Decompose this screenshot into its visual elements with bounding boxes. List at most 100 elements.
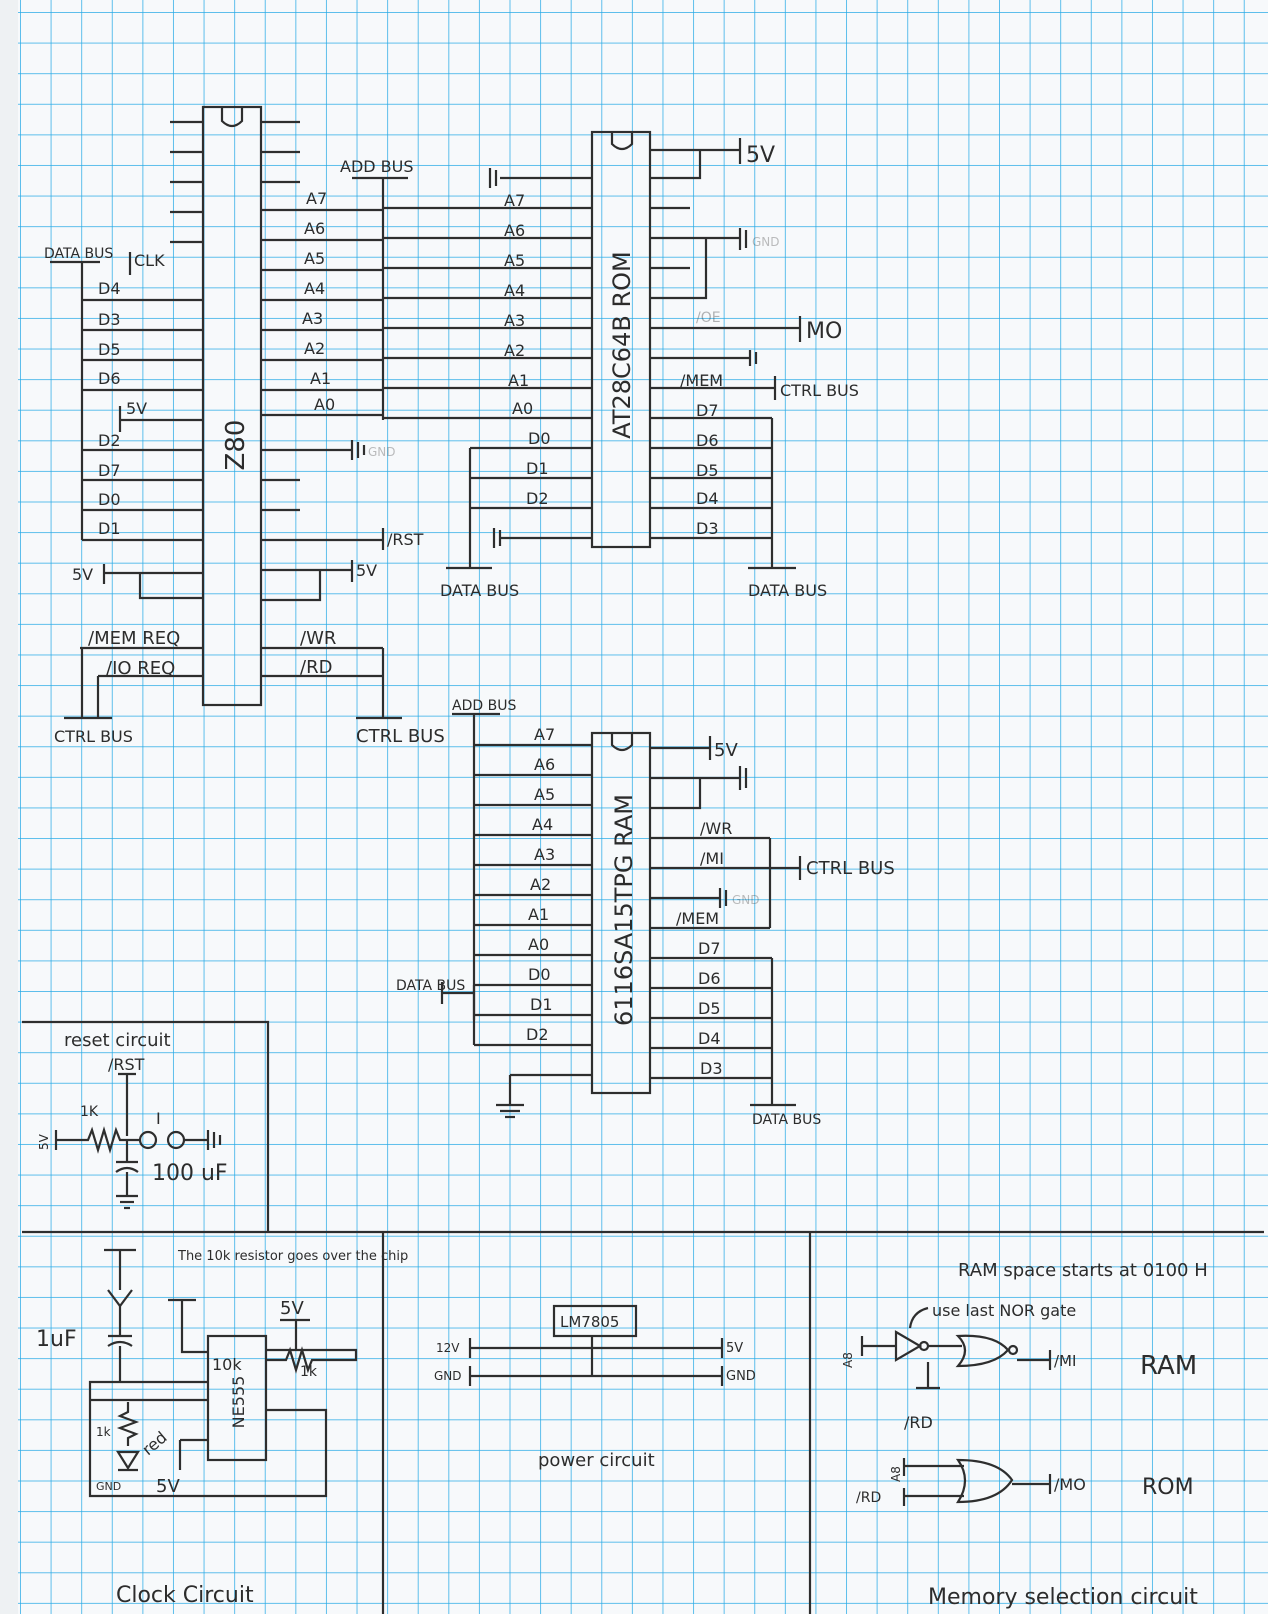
rom-ctrl-bus-label: CTRL BUS [780, 381, 859, 400]
z80-addr-label: A1 [310, 369, 331, 388]
rom-block: AT28C64B ROM A7 A6 A5 A4 A3 A2 A1 A0 D0 … [383, 130, 859, 600]
power-gnd-in-label: GND [434, 1369, 462, 1383]
ram-pin-label: A0 [528, 935, 549, 954]
clock-note: The 10k resistor goes over the chip [177, 1249, 408, 1264]
z80-addr-label: A5 [304, 249, 325, 268]
paper-edge [0, 0, 18, 1614]
clock-circuit: The 10k resistor goes over the chip 1uF … [36, 1248, 408, 1608]
z80-5v-left-label: 5V [72, 565, 93, 584]
z80-addr-label: A7 [306, 189, 327, 208]
memsel-rd-label: /RD [904, 1413, 933, 1432]
z80-gnd-label: GND [368, 445, 396, 459]
z80-chip-body [201, 105, 263, 707]
z80-add-bus-label: ADD BUS [340, 157, 414, 176]
ram-pin-label: D4 [698, 1029, 721, 1048]
rom-pin-label: A3 [504, 311, 525, 330]
ram-block: 6116SA15TPG RAM ADD BUS A7 A6 A5 A4 A3 A… [396, 698, 895, 1128]
z80-pin-label: D1 [98, 519, 121, 538]
ram-pin-label: A1 [528, 905, 549, 924]
rom-pin-label: D4 [696, 489, 719, 508]
rom-chip-body [590, 130, 652, 549]
z80-pin-label: D0 [98, 490, 121, 509]
ram-pin-label: A3 [534, 845, 555, 864]
clock-r2-label: 1k [300, 1364, 318, 1380]
clock-r2-resistor [266, 1346, 358, 1374]
rom-pin-label: A4 [504, 281, 525, 300]
power-gnd-out-label: GND [726, 1369, 756, 1384]
clock-led-label: red [138, 1428, 170, 1459]
lm7805-regulator [552, 1304, 638, 1338]
z80-pin-label: D6 [98, 369, 121, 388]
z80-rst-label: /RST [387, 530, 424, 549]
z80-ctrl-bus-left: CTRL BUS [54, 727, 133, 746]
power-title: power circuit [538, 1450, 655, 1471]
rom-gnd-label: GND [752, 235, 780, 249]
ram-5v-label: 5V [714, 740, 738, 761]
ram-pin-label: A4 [532, 815, 553, 834]
rom-pin-label: D6 [696, 431, 719, 450]
z80-addr-label: A4 [304, 279, 325, 298]
reset-switch-a [138, 1130, 158, 1150]
rom-pin-label: A7 [504, 191, 525, 210]
reset-switch-label: I [156, 1109, 161, 1128]
reset-rst-label: /RST [108, 1055, 145, 1074]
memsel-a8-label: A8 [841, 1352, 855, 1368]
memsel-inverter [894, 1330, 923, 1362]
clock-r3-label: 1k [96, 1425, 111, 1439]
rom-left-pins: A7 A6 A5 A4 A3 A2 A1 A0 D0 D1 D2 [470, 191, 592, 510]
ram-left-pins: A7 A6 A5 A4 A3 A2 A1 A0 D0 D1 D2 [474, 725, 592, 1047]
memsel-nor-gate-1 [955, 1334, 1010, 1368]
z80-left-pins: D4 D3 D5 D6 5V D2 D7 D0 D1 [82, 279, 203, 542]
ram-chip-label: 6116SA15TPG RAM [610, 794, 638, 1026]
reset-source-label: 5V [37, 1133, 51, 1150]
z80-pin-label: D3 [98, 310, 121, 329]
z80-address-pins: A7 A6 A5 A4 A3 A2 A1 A0 [261, 189, 383, 417]
reset-resistor-label: 1K [80, 1104, 99, 1120]
ram-notch [610, 733, 634, 752]
z80-wr-label: /WR [300, 628, 336, 649]
memsel-note: RAM space starts at 0100 H [958, 1260, 1208, 1281]
z80-memreq-label: /MEM REQ [88, 628, 180, 649]
z80-pin-label: D5 [98, 340, 121, 359]
z80-cpu-block: Z80 DATA BUS CLK D4 D3 D5 D6 5V D2 D7 D0… [44, 105, 445, 747]
rom-notch [610, 132, 634, 151]
clock-r3-resistor [116, 1402, 140, 1446]
ram-wr-label: /WR [700, 819, 732, 838]
clock-led [116, 1450, 140, 1471]
rom-data-bus-right: DATA BUS [748, 581, 827, 600]
ram-chip-body [590, 731, 652, 1095]
z80-data-bus-label: DATA BUS [44, 246, 113, 262]
memsel-or-gate-2 [955, 1458, 1014, 1504]
ram-pin-label: D7 [698, 939, 721, 958]
clock-vcc-label: 5V [280, 1298, 304, 1319]
z80-5v-right-label: 5V [356, 561, 377, 580]
clock-gnd-label: GND [96, 1480, 121, 1493]
clock-title: Clock Circuit [116, 1583, 254, 1608]
rom-pin-label: D1 [526, 459, 549, 478]
ram-right-pins: D7 D6 D5 D4 D3 [650, 939, 772, 1080]
power-12v-label: 12V [436, 1341, 460, 1355]
reset-resistor [56, 1126, 140, 1154]
lm7805-label: LM7805 [560, 1313, 619, 1331]
z80-pin-label: 5V [126, 399, 147, 418]
ram-pin-label: A6 [534, 755, 555, 774]
z80-addr-label: A2 [304, 339, 325, 358]
reset-title: reset circuit [64, 1030, 171, 1051]
rom-oe-label: /OE [696, 310, 721, 326]
z80-addr-label: A3 [302, 309, 323, 328]
memory-selection-circuit: RAM space starts at 0100 H use last NOR … [841, 1260, 1208, 1610]
ram-ctrl-bus-label: CTRL BUS [806, 858, 895, 879]
memsel-mo-label: /MO [1054, 1475, 1086, 1494]
rom-pin-label: D2 [526, 489, 549, 508]
z80-chip-label: Z80 [221, 420, 251, 471]
z80-notch [220, 107, 244, 128]
ram-pin-label: D1 [530, 995, 553, 1014]
memsel-mi-label: /MI [1054, 1352, 1076, 1370]
rom-chip-label: AT28C64B ROM [608, 251, 636, 438]
ram-mem-label: /MEM [676, 909, 719, 928]
memsel-rom-label: ROM [1142, 1475, 1194, 1500]
rom-pin-label: A1 [508, 371, 529, 390]
rom-pin-label: A2 [504, 341, 525, 360]
z80-pin-label: D2 [98, 431, 121, 450]
